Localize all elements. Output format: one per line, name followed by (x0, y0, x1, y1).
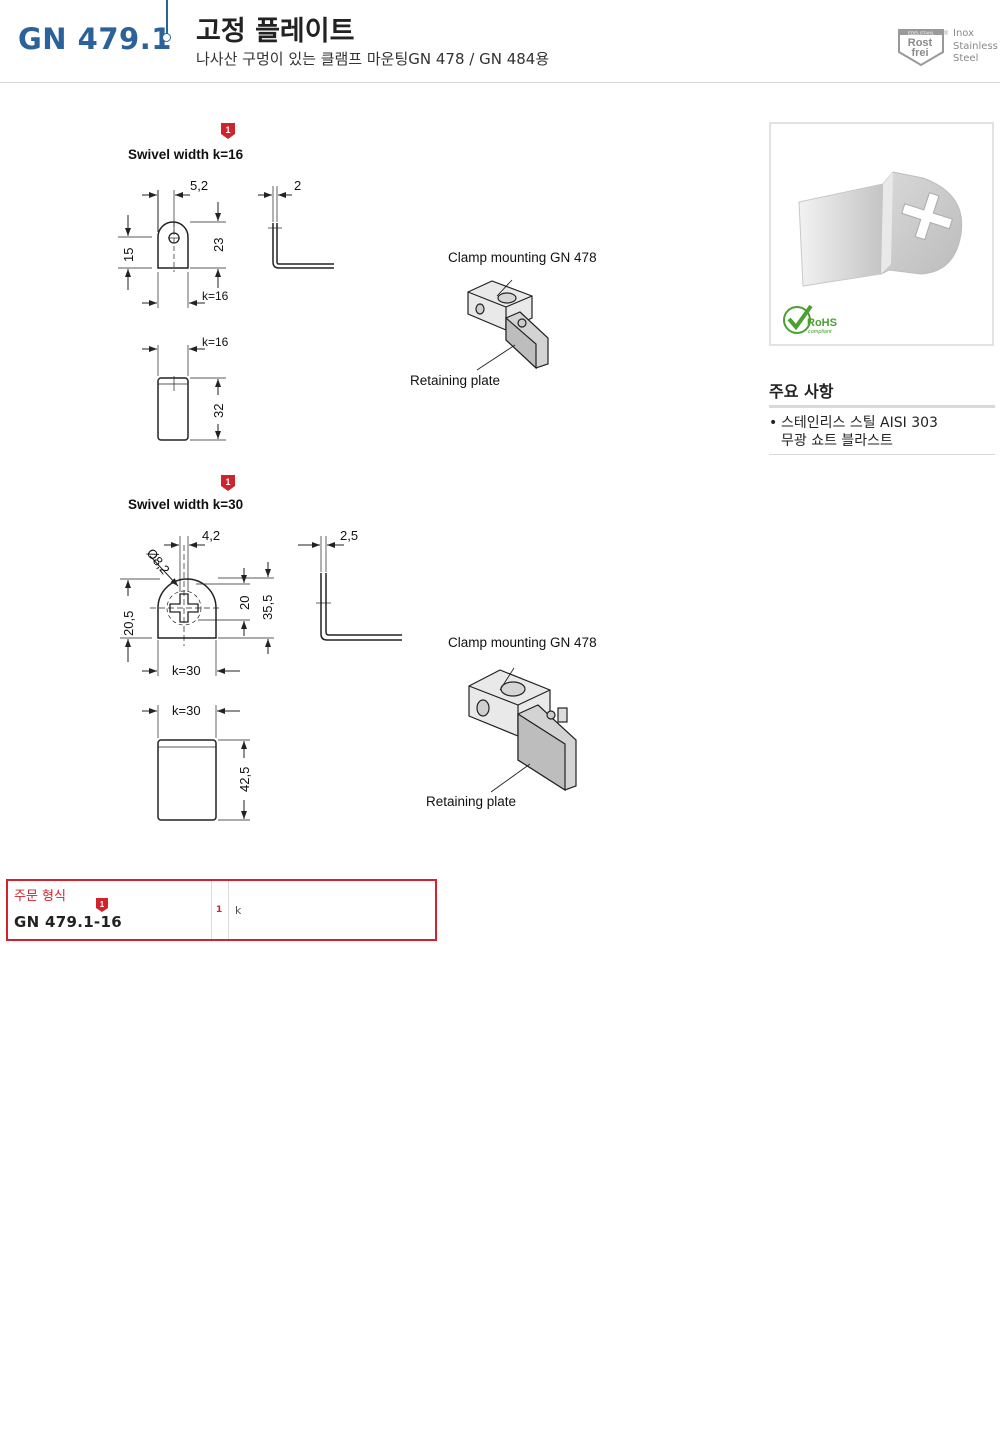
order-legend-number: 1 (216, 905, 223, 915)
material-label-line3: Steel (953, 53, 979, 64)
badge-line1: Rost (908, 37, 933, 49)
d2-clamp-label: Clamp mounting GN 478 (448, 635, 597, 650)
d1-dim-height-total: 23 (211, 238, 226, 252)
page-title: 고정 플레이트 (196, 16, 355, 47)
svg-text:1: 1 (225, 477, 230, 487)
d2-dim-diameter: Ø8,2 (144, 546, 173, 577)
d2-plate-label: Retaining plate (426, 794, 517, 809)
order-code: GN 479.1-16 (14, 913, 122, 931)
order-divider (211, 881, 212, 939)
d1-dimension-labels: 5,2 2 15 23 k=16 k=16 32 (121, 178, 301, 418)
rohs-main-text: RoHS (807, 317, 837, 329)
product-code: GN 479.1 (18, 22, 172, 56)
d2-dim-width-front: k=30 (172, 663, 201, 678)
drawing1-title: Swivel width k=16 (128, 147, 244, 162)
notes-title: 주요 사항 (769, 382, 834, 401)
d1-dim-height-lower: 15 (121, 248, 136, 262)
rostfrei-badge-icon: EDELSTAHL Rost frei ® (898, 29, 948, 67)
d2-dimension-labels: 4,2 Ø8,2 2,5 20,5 20 35,5 k=30 k=30 42,5 (121, 528, 358, 792)
bullet-dot: • (769, 415, 778, 431)
d2-dim-length: 42,5 (237, 767, 252, 792)
retaining-plate-image: RoHS compliant (783, 171, 963, 335)
material-label-line2: Stainless (953, 40, 998, 52)
d2-dim-cross-height: 20 (237, 596, 252, 610)
badge-line2: frei (911, 47, 928, 59)
marker-1-icon: 1 (221, 475, 235, 491)
order-divider (228, 881, 229, 939)
product-photo: RoHS compliant (769, 122, 994, 346)
notes-rule (769, 405, 995, 408)
d1-dim-width-bottom: k=16 (202, 335, 229, 349)
header-divider (166, 0, 168, 34)
assembly-illustration-1 (467, 279, 549, 371)
order-marker-icon: 1 (96, 898, 108, 912)
note-line2: 무광 쇼트 블라스트 (781, 433, 893, 449)
d2-front-view (120, 536, 274, 676)
d2-dim-height-lower: 20,5 (121, 611, 136, 636)
rohs-sub-text: compliant (808, 329, 832, 335)
d1-plate-label: Retaining plate (410, 373, 501, 388)
d1-dim-width-front: k=16 (202, 289, 229, 303)
d2-side-view (298, 536, 402, 641)
d1-dim-hole-offset: 5,2 (190, 178, 208, 193)
material-label-line1: Inox (953, 28, 975, 39)
d1-bottom-view (142, 345, 226, 441)
order-legend-key: k (235, 904, 242, 917)
svg-text:1: 1 (225, 125, 230, 135)
page-subtitle: 나사산 구멍이 있는 클램프 마운팅GN 478 / GN 484용 (196, 50, 550, 68)
d2-dim-thickness: 2,5 (340, 528, 358, 543)
d1-side-view (258, 186, 334, 269)
note-line1: 스테인리스 스틸 AISI 303 (781, 415, 938, 431)
badge-top-text: EDELSTAHL (908, 31, 934, 36)
d1-dim-length: 32 (211, 404, 226, 418)
d1-clamp-label: Clamp mounting GN 478 (448, 250, 597, 265)
assembly-illustration-2 (468, 667, 577, 793)
badge-reg: ® (944, 30, 948, 37)
d2-bottom-view (142, 705, 250, 821)
rohs-icon: RoHS compliant (783, 304, 837, 335)
header-divider-dot (162, 33, 171, 42)
svg-text:1: 1 (100, 900, 105, 909)
order-label: 주문 형식 (14, 889, 66, 904)
d2-dim-width-bottom: k=30 (172, 703, 201, 718)
notes-bottom-rule (769, 454, 995, 455)
d2-dim-hole-offset: 4,2 (202, 528, 220, 543)
order-example-box: 주문 형식 1 GN 479.1-16 1 k (6, 879, 437, 941)
d1-front-view (118, 190, 226, 308)
marker-1-icon: 1 (221, 123, 235, 139)
d2-dim-height-total: 35,5 (260, 595, 275, 620)
page-header: GN 479.1 고정 플레이트 나사산 구멍이 있는 클램프 마운팅GN 47… (0, 0, 1000, 83)
drawing2-title: Swivel width k=30 (128, 497, 244, 512)
d1-dim-thickness: 2 (294, 178, 301, 193)
material-label: Inox Stainless Steel (953, 28, 998, 66)
